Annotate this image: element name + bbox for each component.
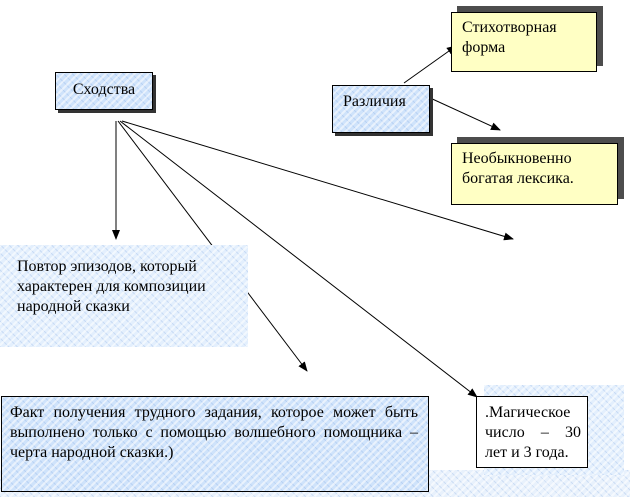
node-repeat-episodes: Повтор эпизодов, который характерен для … — [0, 245, 248, 347]
node-label: .Магическое число – 30 лет и 3 года. — [485, 404, 581, 461]
arrow-to-verse — [403, 45, 457, 84]
node-differences: Различия — [332, 85, 430, 133]
node-label: Необыкновенно богатая лексика. — [462, 150, 574, 187]
node-label: Стихотворная форма — [462, 19, 557, 56]
node-label: Факт получения трудного задания, которое… — [10, 404, 418, 461]
arrow-to-magic — [119, 120, 478, 398]
node-verse-form: Стихотворная форма — [451, 12, 597, 72]
node-label: Различия — [343, 93, 406, 110]
node-similarities: Сходства — [55, 72, 153, 110]
node-magic-number: .Магическое число – 30 лет и 3 года. — [476, 396, 588, 468]
arrow-to-empty — [121, 120, 514, 241]
node-label: Повтор эпизодов, который характерен для … — [17, 258, 206, 315]
node-rich-vocabulary: Необыкновенно богатая лексика. — [451, 143, 618, 205]
node-difficult-task: Факт получения трудного задания, которое… — [1, 396, 429, 492]
arrow-to-task — [117, 120, 308, 372]
node-label: Сходства — [72, 81, 136, 98]
